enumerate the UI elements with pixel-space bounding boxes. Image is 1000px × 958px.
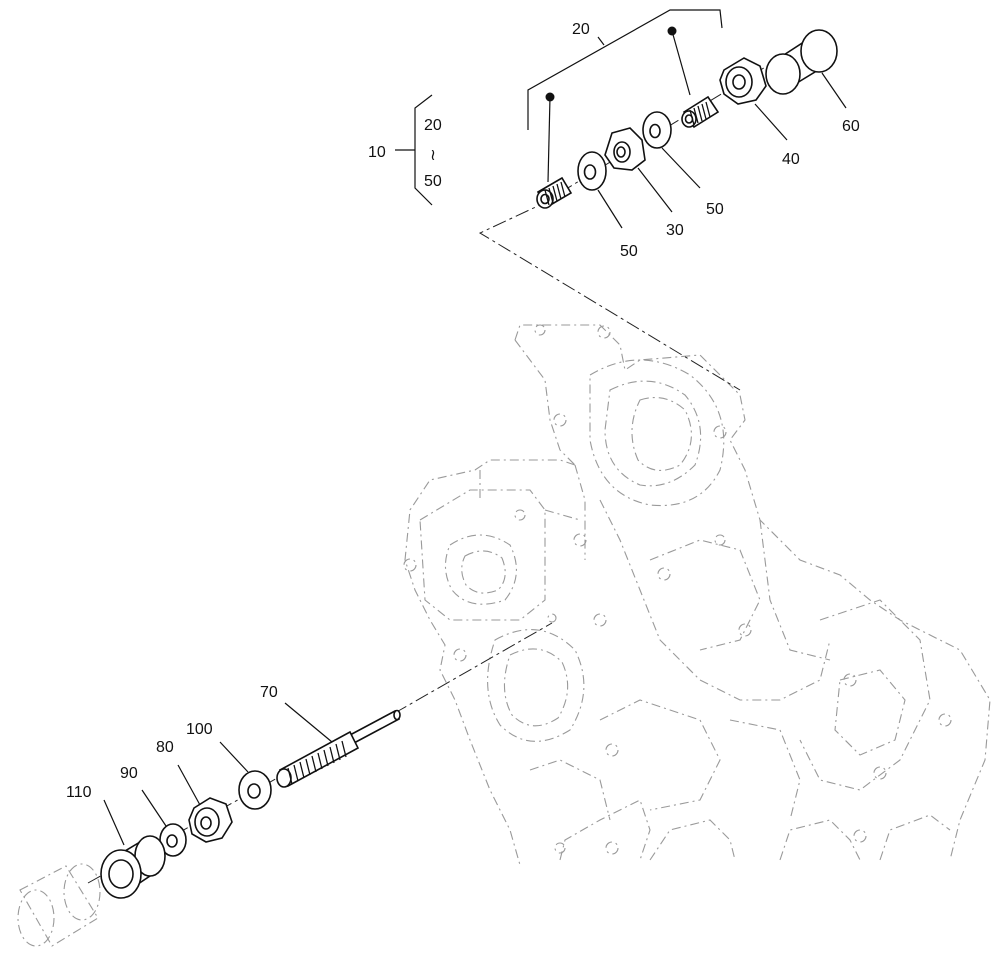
cap-lower <box>100 835 166 899</box>
callout-30: 30 <box>666 222 684 239</box>
gear-housing-outline <box>403 324 991 866</box>
set-screw-left <box>536 176 573 209</box>
callout-70: 70 <box>260 684 278 701</box>
callout-90: 90 <box>120 765 138 782</box>
callout-range-end: 50 <box>424 173 442 190</box>
hex-nut-upper <box>604 127 646 171</box>
callout-group-10: 10 <box>368 144 386 161</box>
ghost-cap-lower <box>17 863 101 947</box>
washer-left <box>577 151 607 191</box>
callout-80: 80 <box>156 739 174 756</box>
threaded-rod <box>276 709 401 788</box>
washer-lower <box>238 770 272 810</box>
group-bracket <box>395 94 433 206</box>
lock-nut-upper <box>719 57 767 105</box>
part-20-bracket <box>527 9 723 183</box>
callout-range-symbol: ≀ <box>430 147 436 164</box>
callout-100: 100 <box>186 721 213 738</box>
callout-60: 60 <box>842 118 860 135</box>
callout-20: 20 <box>572 21 590 38</box>
set-screw-right <box>681 95 720 129</box>
callout-40: 40 <box>782 151 800 168</box>
callout-50-right: 50 <box>706 201 724 218</box>
washer-right <box>642 111 672 149</box>
upper-assembly-axis <box>478 54 786 391</box>
callout-110: 110 <box>66 784 92 801</box>
callout-50-left: 50 <box>620 243 638 260</box>
hex-nut-lower <box>188 797 233 843</box>
cap-upper <box>765 29 838 95</box>
callout-range-start: 20 <box>424 117 442 134</box>
